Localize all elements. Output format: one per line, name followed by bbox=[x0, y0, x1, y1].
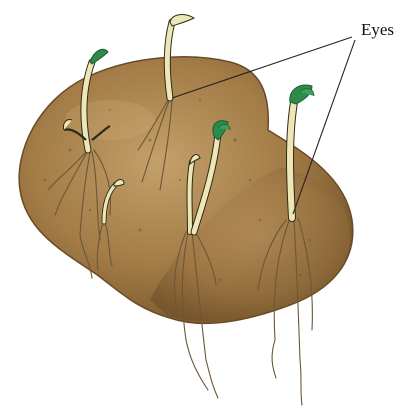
eyes-label: Eyes bbox=[361, 20, 394, 39]
